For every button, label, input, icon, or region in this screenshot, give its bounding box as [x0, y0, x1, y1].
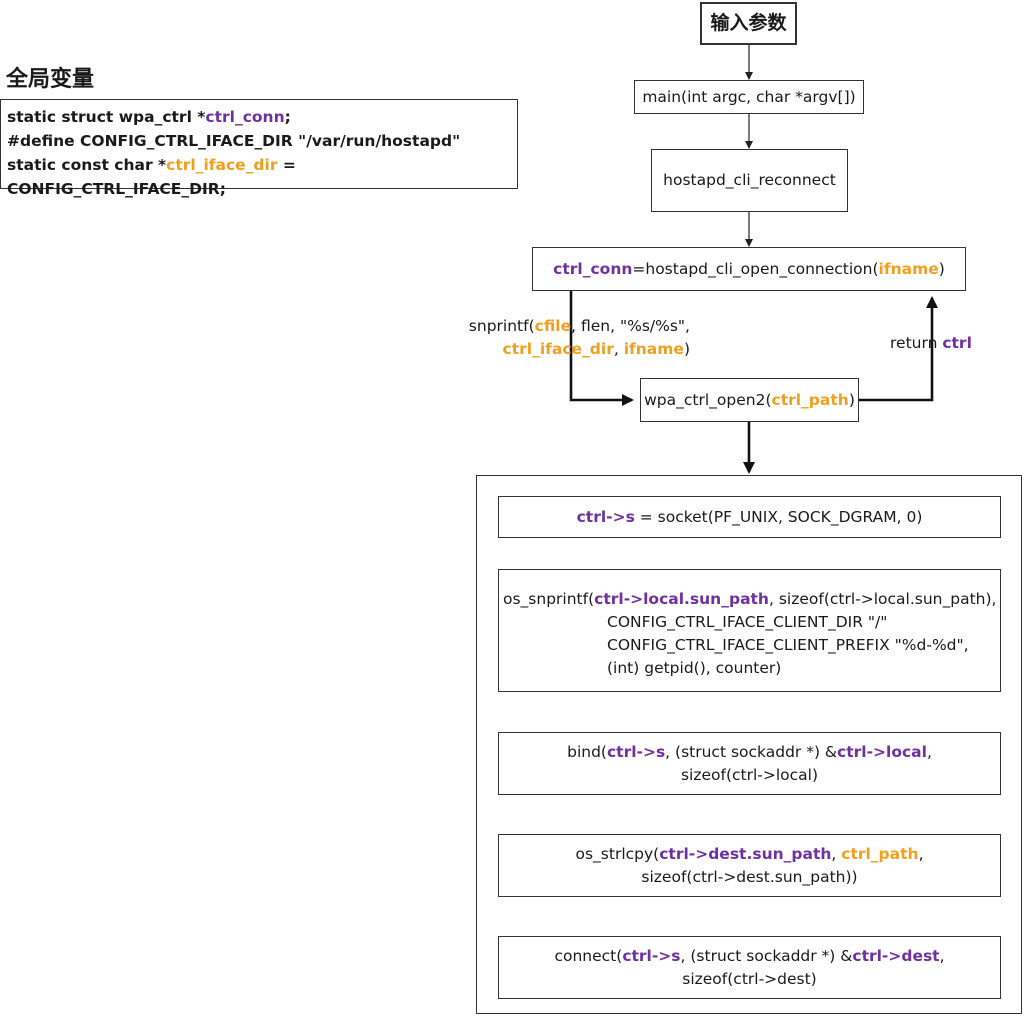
input-params-label: 输入参数	[710, 12, 787, 34]
os-snprintf-line-4: (int) getpid(), counter)	[607, 659, 782, 677]
bind-line-1: bind(ctrl->s, (struct sockaddr *) &ctrl-…	[567, 742, 932, 761]
wpa-ctrl-open2-box: wpa_ctrl_open2(ctrl_path)	[640, 378, 859, 422]
os-snprintf-line-1: os_snprintf(ctrl->local.sun_path, sizeof…	[503, 590, 997, 608]
globals-line-3: static const char *ctrl_iface_dir = CONF…	[7, 156, 296, 198]
os-strlcpy-line-1: os_strlcpy(ctrl->dest.sun_path, ctrl_pat…	[575, 844, 924, 863]
reconnect-box: hostapd_cli_reconnect	[651, 149, 848, 212]
reconnect-label: hostapd_cli_reconnect	[663, 171, 836, 189]
os-strlcpy-line-2: sizeof(ctrl->dest.sun_path))	[641, 867, 858, 886]
bind-line-2: sizeof(ctrl->local)	[680, 765, 819, 784]
snprintf-label-line-2: ctrl_iface_dir, ifname)	[502, 340, 690, 358]
globals-title: 全局变量	[6, 67, 95, 92]
os-snprintf-box: os_snprintf(ctrl->local.sun_path, sizeof…	[498, 569, 1001, 692]
return-ctrl-label: return ctrl	[890, 334, 972, 352]
connect-box: connect(ctrl->s, (struct sockaddr *) &ct…	[498, 936, 1001, 999]
connect-line-2: sizeof(ctrl->dest)	[682, 969, 817, 988]
arrow-return-ctrl	[859, 296, 938, 402]
open-connection-box: ctrl_conn=hostapd_cli_open_connection(if…	[532, 247, 966, 291]
globals-line-1: static struct wpa_ctrl *ctrl_conn;	[7, 108, 291, 126]
main-box: main(int argc, char *argv[])	[634, 80, 864, 114]
input-params-box: 输入参数	[700, 2, 797, 45]
globals-box: static struct wpa_ctrl *ctrl_conn; #defi…	[0, 99, 518, 198]
snprintf-label-line-1: snprintf(cfile, flen, "%s/%s",	[468, 317, 690, 335]
open-connection-label: ctrl_conn=hostapd_cli_open_connection(if…	[553, 259, 945, 278]
wpa-ctrl-open2-label: wpa_ctrl_open2(ctrl_path)	[644, 390, 855, 409]
os-strlcpy-box: os_strlcpy(ctrl->dest.sun_path, ctrl_pat…	[498, 834, 1001, 897]
connect-line-1: connect(ctrl->s, (struct sockaddr *) &ct…	[554, 946, 945, 965]
os-snprintf-line-2: CONFIG_CTRL_IFACE_CLIENT_DIR "/"	[607, 613, 888, 631]
globals-line-2: #define CONFIG_CTRL_IFACE_DIR "/var/run/…	[7, 132, 461, 150]
main-label: main(int argc, char *argv[])	[642, 87, 856, 106]
socket-box: ctrl->s = socket(PF_UNIX, SOCK_DGRAM, 0)	[498, 496, 1001, 538]
os-snprintf-line-3: CONFIG_CTRL_IFACE_CLIENT_PREFIX "%d-%d",	[607, 636, 969, 654]
bind-box: bind(ctrl->s, (struct sockaddr *) &ctrl-…	[498, 732, 1001, 795]
arrow-open-to-open2	[569, 291, 634, 406]
snprintf-label: snprintf(cfile, flen, "%s/%s", ctrl_ifac…	[440, 315, 690, 361]
socket-label: ctrl->s = socket(PF_UNIX, SOCK_DGRAM, 0)	[576, 507, 923, 526]
